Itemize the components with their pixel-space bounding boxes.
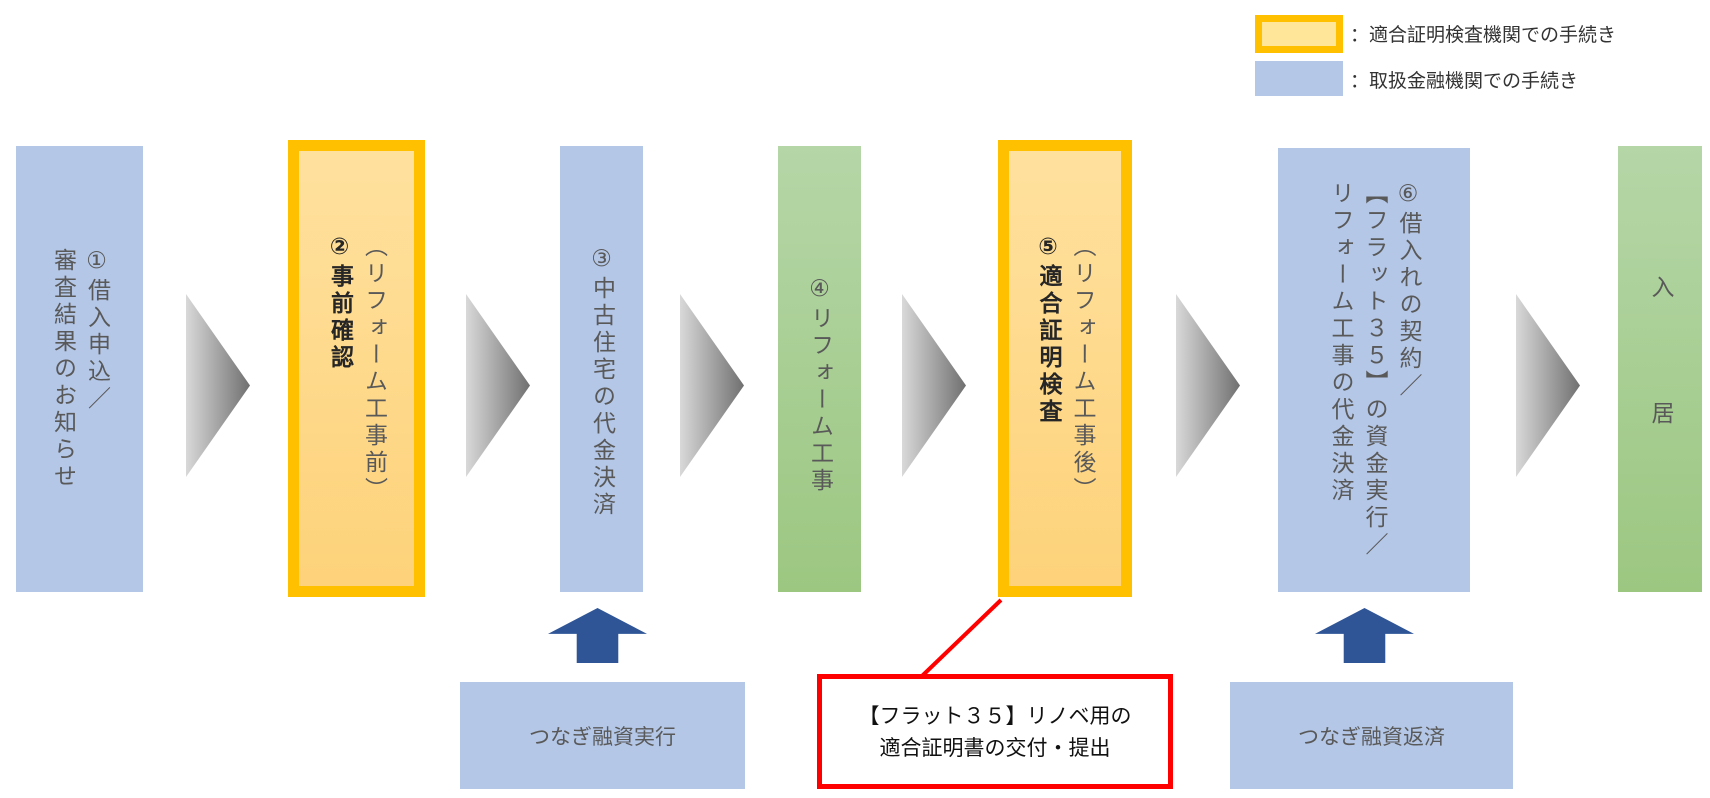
certificate-line-2: 適合証明書の交付・提出 <box>879 735 1111 760</box>
bridge-loan-execution-box: つなぎ融資実行 <box>460 682 745 789</box>
bridge-loan-execution-label: つなぎ融資実行 <box>529 724 676 749</box>
step-5-conformity-inspection: （リフォーム工事後） ⑤適合証明検査 <box>998 140 1132 597</box>
step-1-line-2: 審査結果のお知らせ <box>49 247 76 491</box>
certificate-callout-box: 【フラット３５】リノベ用の 適合証明書の交付・提出 <box>817 674 1173 789</box>
step-6-line-1: ⑥借入れの契約／ <box>1395 181 1421 400</box>
step-2-pre-check: （リフォーム工事前） ②事前確認 <box>288 140 425 597</box>
step-3-line-1: ③中古住宅の代金決済 <box>588 246 615 519</box>
step-2-line-2: ②事前確認 <box>326 233 353 372</box>
bridge-loan-repayment-label: つなぎ融資返済 <box>1298 724 1445 749</box>
step-6-loan-contract: ⑥借入れの契約／ 【フラット３５】の資金実行／ リフォーム工事の代金決済 <box>1278 148 1470 592</box>
step-4-reform-work: ④リフォーム工事 <box>778 146 861 592</box>
step-1-line-1: ①借入申込／ <box>83 247 110 413</box>
step-2-line-1: （リフォーム工事前） <box>360 233 387 504</box>
legend-label-bank: ：取扱金融機関での手続き <box>1350 70 1579 92</box>
step-6-line-2: 【フラット３５】の資金実行／ <box>1361 181 1387 559</box>
step-7-move-in: 入 居 <box>1618 146 1702 592</box>
step-3-house-payment: ③中古住宅の代金決済 <box>560 146 643 592</box>
legend-label-inspection: ：適合証明検査機関での手続き <box>1350 24 1617 46</box>
step-5-line-2: ⑤適合証明検査 <box>1035 233 1061 426</box>
step-4-line-1: ④リフォーム工事 <box>806 276 833 495</box>
legend-swatch-inspection <box>1255 15 1343 53</box>
step-6-line-3: リフォーム工事の代金決済 <box>1327 181 1353 505</box>
bridge-loan-repayment-box: つなぎ融資返済 <box>1230 682 1513 789</box>
certificate-line-1: 【フラット３５】リノベ用の <box>858 703 1132 728</box>
step-7-line-1: 入 居 <box>1647 274 1673 464</box>
step-5-line-1: （リフォーム工事後） <box>1069 233 1095 504</box>
step-1-loan-application: ①借入申込／ 審査結果のお知らせ <box>16 146 143 592</box>
legend-swatch-bank <box>1255 61 1343 96</box>
